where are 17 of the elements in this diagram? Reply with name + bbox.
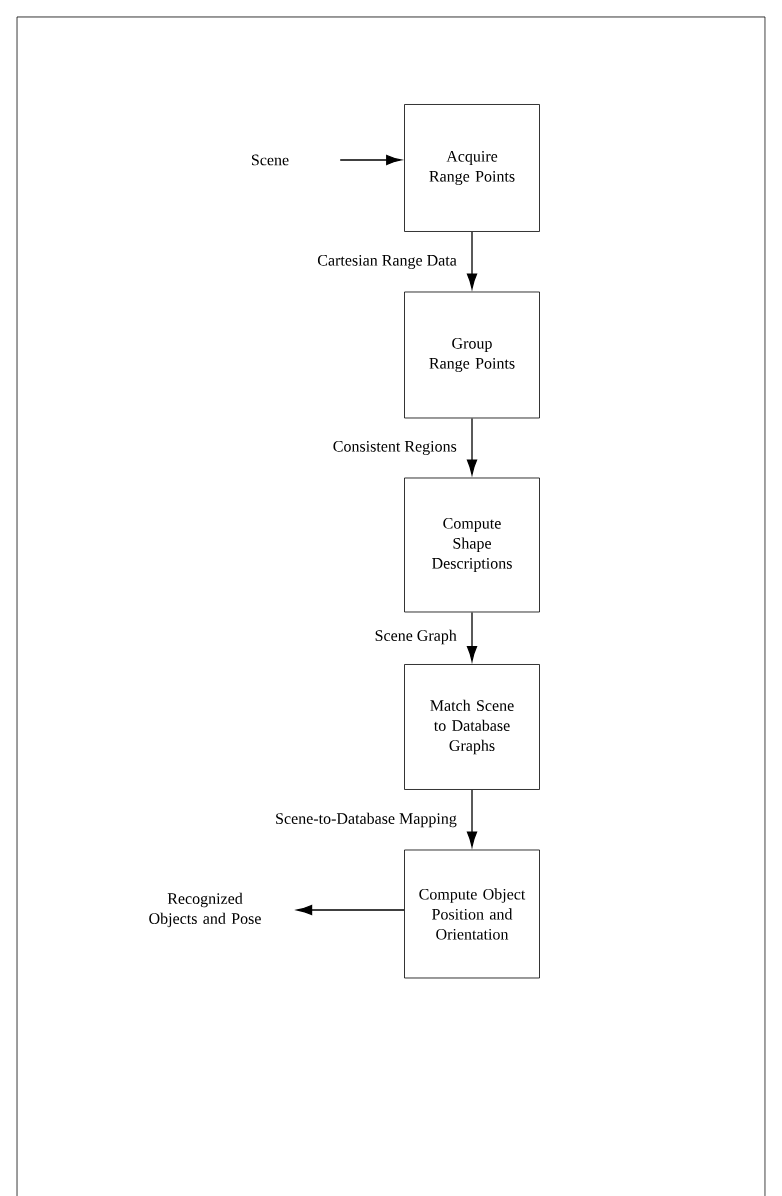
edge-label: Consistent Regions bbox=[331, 439, 458, 456]
edge-label: Cartesian Range Data bbox=[316, 253, 458, 270]
process-box: Group Range Points bbox=[404, 291, 540, 419]
edge-label: Scene-to-Database Mapping bbox=[274, 811, 458, 829]
process-box: Acquire Range Points bbox=[404, 104, 540, 232]
arrow bbox=[466, 417, 478, 475]
arrow bbox=[466, 789, 478, 847]
arrow bbox=[466, 231, 478, 289]
edge-label: Scene Graph bbox=[373, 628, 458, 646]
arrow bbox=[339, 154, 402, 166]
text-label: Scene bbox=[251, 154, 289, 166]
process-box: Match Scene to Database Graphs bbox=[404, 664, 540, 790]
process-box: Compute Object Position and Orientation bbox=[404, 849, 540, 979]
arrow bbox=[466, 611, 478, 662]
text-label: Recognized Objects and Pose bbox=[149, 892, 261, 928]
arrow bbox=[296, 904, 405, 916]
process-box: Compute Shape Descriptions bbox=[404, 477, 540, 613]
